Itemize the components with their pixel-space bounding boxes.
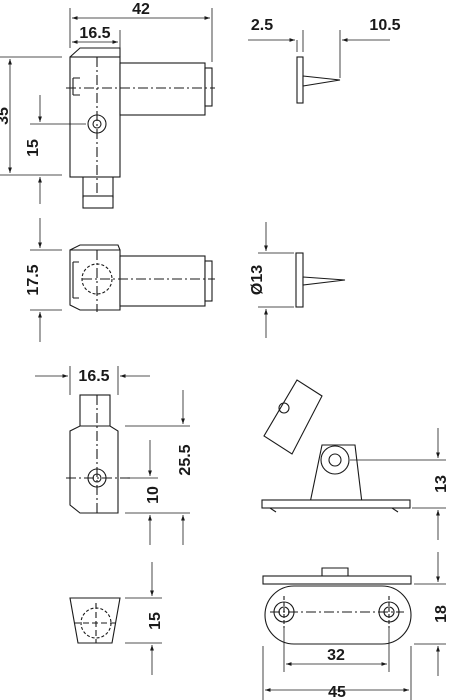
- dim-top-offset: 16.5: [79, 25, 110, 42]
- dim-top-height: 35: [0, 107, 12, 125]
- pin-head-view: [295, 252, 346, 308]
- dim-lower-height: 25.5: [177, 444, 194, 475]
- hinge-middle-view: [69, 244, 215, 312]
- dim-bracket-hole-spacing: 32: [327, 647, 345, 664]
- dim-pin-head: 2.5: [251, 17, 273, 34]
- dim-lower-pivot: 10: [145, 486, 162, 504]
- dim-mid-height: 17.5: [25, 264, 42, 295]
- dim-pin-length: 10.5: [369, 17, 400, 34]
- hinge-front-view: [66, 47, 215, 209]
- dim-top-pivot: 15: [25, 139, 42, 157]
- clip-view: [69, 597, 121, 644]
- dim-bracket-depth: 18: [433, 605, 449, 623]
- pin-side-view: [296, 56, 341, 104]
- dim-lower-width: 16.5: [78, 368, 109, 385]
- dim-bracket-height: 13: [433, 475, 449, 493]
- hinge-lower-view: [66, 394, 130, 514]
- dim-bracket-width: 45: [328, 684, 346, 700]
- bracket-plan-view: [262, 567, 412, 645]
- bracket-angled-view: [261, 379, 411, 513]
- dim-clip-height: 15: [147, 612, 164, 630]
- dim-top-width: 42: [132, 1, 150, 18]
- dim-pin-diameter: Ø13: [249, 265, 266, 295]
